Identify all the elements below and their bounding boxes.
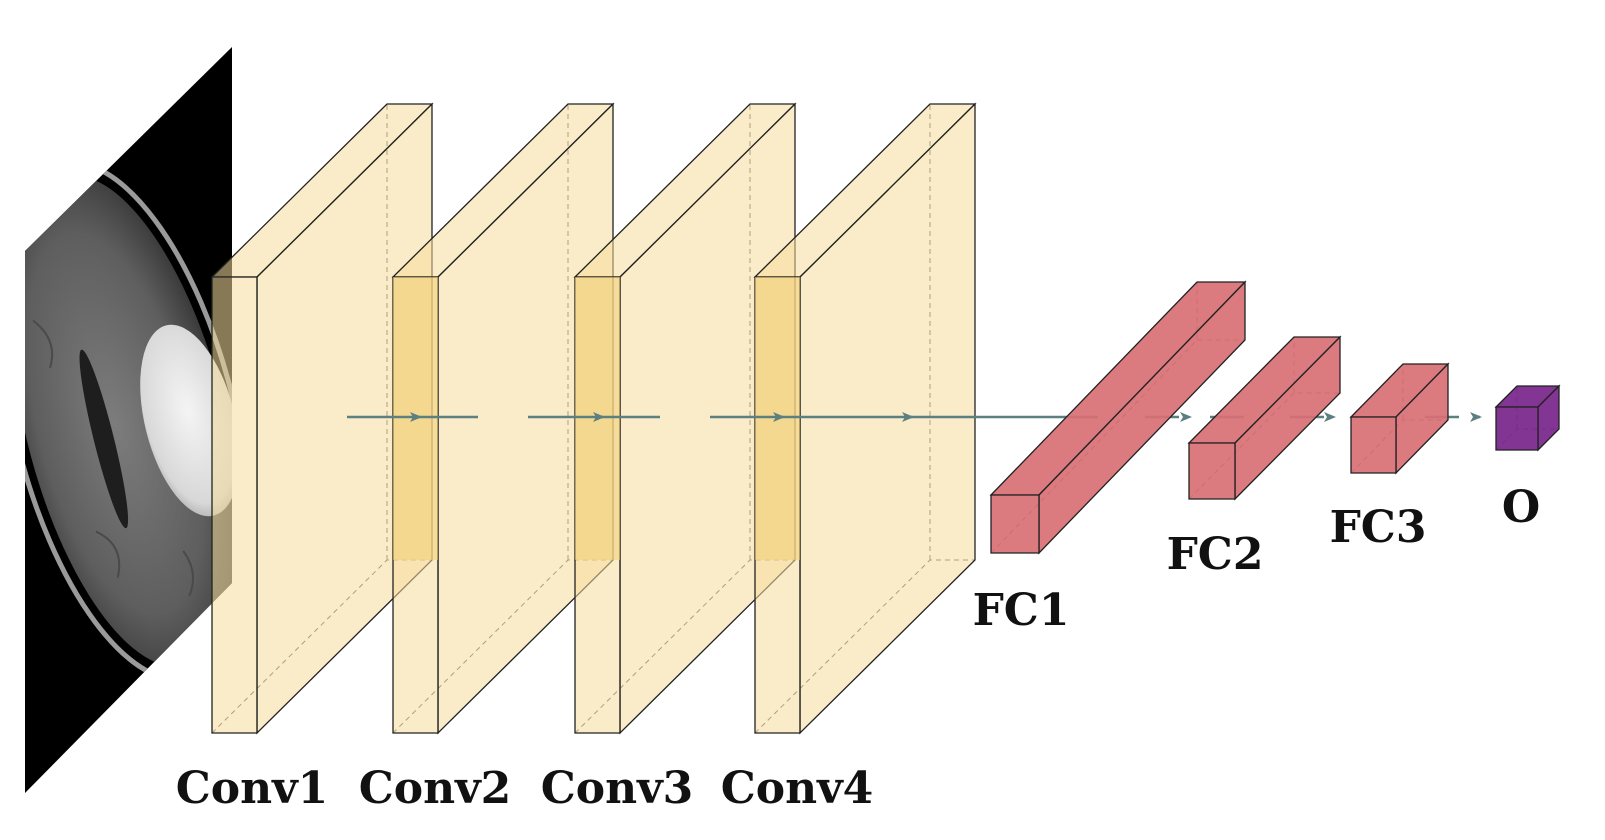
overlap-band: [755, 277, 800, 560]
conv-layers: [210, 102, 977, 735]
conv3-block: [573, 102, 797, 735]
mri-input-image: [25, 47, 232, 793]
output-layer: [1494, 384, 1561, 452]
fc3-label: FC3: [1330, 502, 1427, 553]
conv3-label: Conv3: [541, 763, 694, 814]
conv1-label: Conv1: [176, 763, 329, 814]
fc1-label: FC1: [973, 585, 1070, 636]
fc2-block: [1187, 335, 1342, 501]
fc1-block: [989, 280, 1247, 555]
layer-labels: Conv1 Conv2 Conv3 Conv4 FC1 FC2 FC3 O: [176, 482, 1540, 814]
output-label: O: [1502, 482, 1540, 533]
output-cube: [1494, 384, 1561, 452]
overlap-band: [393, 277, 438, 560]
conv2-label: Conv2: [359, 763, 512, 814]
fc2-label: FC2: [1167, 529, 1264, 580]
conv2-block: [391, 102, 615, 735]
conv1-block: [210, 102, 434, 735]
overlap-band: [575, 277, 620, 560]
conv4-block: [753, 102, 977, 735]
fc-layers: [989, 280, 1450, 555]
fc3-block: [1349, 362, 1450, 475]
conv4-label: Conv4: [721, 763, 874, 814]
